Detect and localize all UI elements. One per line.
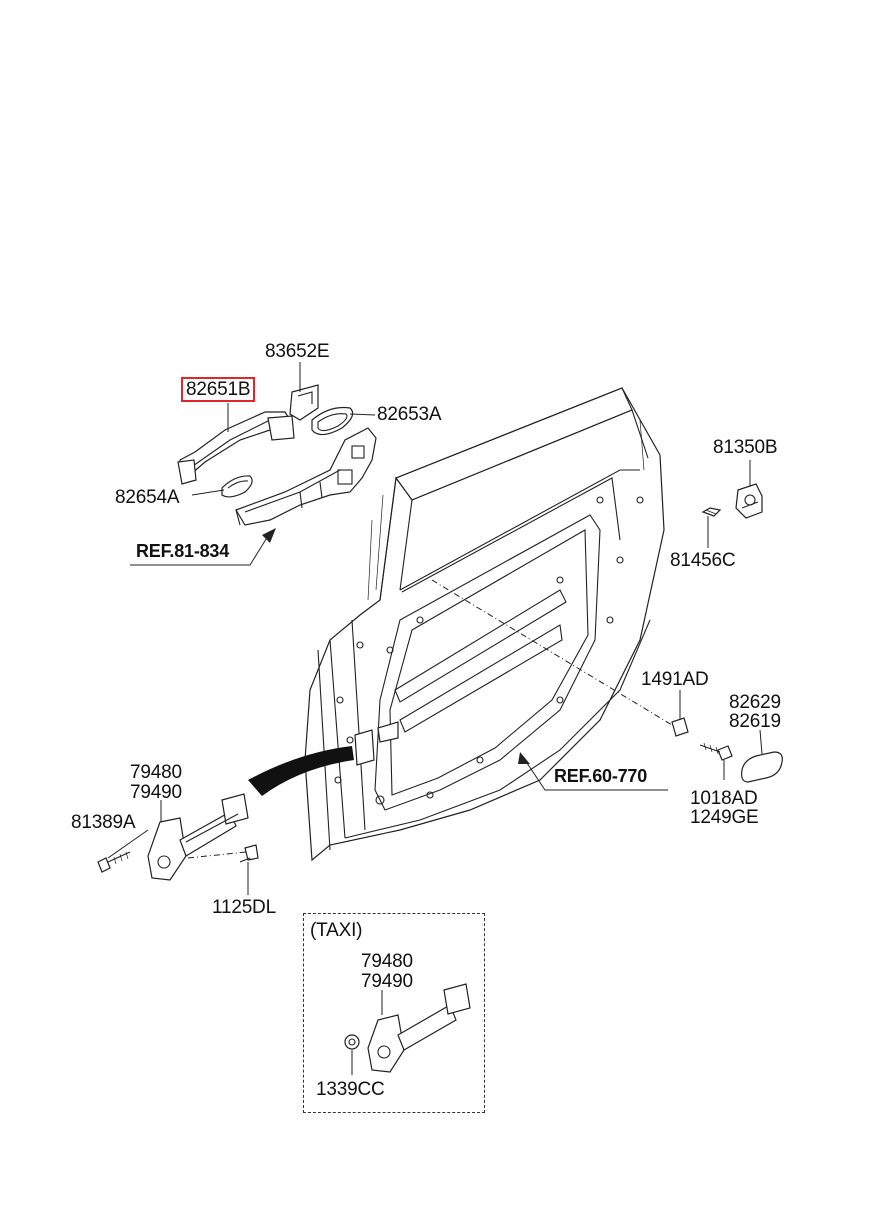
label-taxi: (TAXI) xyxy=(310,920,363,941)
label-1125DL: 1125DL xyxy=(212,897,276,918)
pad-front xyxy=(221,475,253,498)
label-79490: 79490 xyxy=(130,782,182,803)
label-1491AD: 1491AD xyxy=(641,669,709,690)
label-82619: 82619 xyxy=(729,711,781,732)
label-1018AD: 1018AD xyxy=(690,788,758,809)
label-ref-60-770: REF.60-770 xyxy=(554,766,648,786)
label-82629: 82629 xyxy=(729,692,781,713)
striker xyxy=(735,483,763,519)
bolt-1125 xyxy=(239,844,259,863)
leader-lines xyxy=(107,362,763,1075)
label-79480: 79480 xyxy=(130,762,182,783)
bolt-1018 xyxy=(699,742,733,761)
cap xyxy=(741,751,783,783)
label-taxi-79480: 79480 xyxy=(361,951,413,972)
rear-door-panel xyxy=(304,387,665,862)
door-checker xyxy=(147,793,249,881)
label-82651B-highlighted: 82651B xyxy=(181,377,256,402)
bolt-81389 xyxy=(97,851,131,873)
handle-cover xyxy=(289,384,319,421)
label-82653A: 82653A xyxy=(377,404,442,425)
taxi-nut xyxy=(344,1034,360,1050)
label-81389A: 81389A xyxy=(71,812,136,833)
label-81456C: 81456C xyxy=(670,550,736,571)
label-1339CC: 1339CC xyxy=(316,1079,385,1100)
taxi-variant-box xyxy=(303,913,485,1113)
label-82654A: 82654A xyxy=(115,487,180,508)
label-1249GE: 1249GE xyxy=(690,807,759,828)
taxi-door-checker xyxy=(367,983,471,1073)
clip-nut xyxy=(671,717,689,737)
striker-screw xyxy=(701,507,722,517)
label-83652E: 83652E xyxy=(265,341,330,362)
handle-bracket xyxy=(235,427,377,526)
label-ref-81-834: REF.81-834 xyxy=(136,541,230,561)
label-taxi-79490: 79490 xyxy=(361,971,413,992)
pad-rear xyxy=(311,406,354,436)
outside-handle xyxy=(177,411,295,485)
label-81350B: 81350B xyxy=(713,437,778,458)
